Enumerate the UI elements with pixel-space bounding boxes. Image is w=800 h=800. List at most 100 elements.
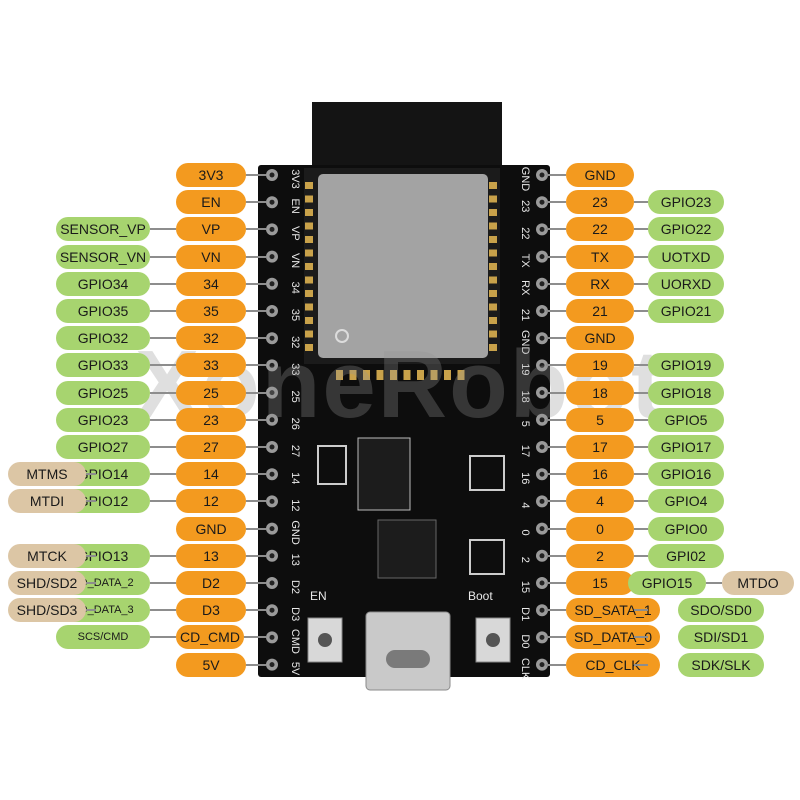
header-pin-hole — [539, 444, 545, 450]
module-pad — [430, 370, 438, 380]
right-leader-line — [706, 582, 722, 584]
header-pin-hole — [269, 199, 275, 205]
module-pads — [305, 182, 497, 380]
right-function-label: GPIO5 — [648, 407, 724, 432]
left-alt-label: MTDI — [8, 489, 86, 514]
usb-uart-chip — [377, 519, 437, 579]
right-leader-line — [546, 282, 566, 285]
module-pad — [489, 290, 497, 297]
right-pin-label: 18 — [566, 380, 634, 405]
right-leader-line — [634, 636, 648, 639]
voltage-regulator — [357, 437, 411, 511]
left-pin-label: VP — [176, 217, 246, 242]
header-pin-hole — [539, 580, 545, 586]
left-pin-label: VN — [176, 244, 246, 269]
left-leader-line — [150, 554, 176, 557]
silk-label: CMD — [289, 629, 301, 654]
right-leader-line — [634, 418, 648, 421]
left-pin-label: D3 — [176, 598, 246, 623]
module-pad — [417, 370, 424, 380]
left-function-label: GPIO35 — [56, 299, 150, 323]
right-leader-line — [634, 364, 648, 367]
module-pad — [305, 330, 313, 338]
right-leader-line — [634, 527, 648, 530]
silk-label: 0 — [519, 530, 531, 536]
right-function-label: GPIO17 — [648, 435, 724, 459]
right-pin-label: CD_CLK — [566, 652, 660, 677]
right-function-label: GPIO0 — [648, 516, 724, 541]
right-leader-line — [546, 609, 566, 612]
silk-label: 17 — [519, 445, 531, 457]
left-pin-label: 5V — [176, 652, 246, 677]
header-pin-hole — [539, 526, 545, 532]
header-pin-hole — [539, 417, 545, 423]
left-function-label: GPIO25 — [56, 380, 150, 405]
right-function-label: GPIO23 — [648, 190, 724, 215]
left-pin-label: 33 — [176, 353, 246, 378]
left-pin-label: 13 — [176, 543, 246, 568]
left-pin-label: 12 — [176, 489, 246, 514]
header-pin-hole — [269, 362, 275, 368]
left-leader-line — [150, 609, 176, 612]
left-pin-label: 23 — [176, 407, 246, 432]
module-pad — [457, 370, 465, 380]
header-pin-hole — [539, 335, 545, 341]
left-function-label: SCS/CMD — [56, 625, 150, 650]
module-pad — [489, 344, 497, 351]
left-leader-line — [246, 310, 266, 312]
left-leader-line — [246, 527, 266, 530]
right-function-label: SDO/SD0 — [678, 598, 764, 623]
header-pin-hole — [269, 254, 275, 260]
right-function-label: GPIO21 — [648, 299, 724, 323]
left-function-label: GPIO32 — [56, 326, 150, 351]
left-leader-line — [150, 636, 176, 639]
left-leader-line — [246, 228, 266, 231]
header-pin-hole — [269, 607, 275, 613]
left-leader-line — [246, 255, 266, 258]
module-pad — [305, 209, 313, 216]
silk-label: VN — [289, 253, 301, 268]
en-button-label: EN — [310, 589, 327, 603]
left-pin-label: 34 — [176, 271, 246, 296]
silk-label: 14 — [289, 472, 301, 484]
silk-label: 5V — [289, 662, 301, 676]
right-leader-line — [546, 636, 566, 639]
header-pin-hole — [539, 308, 545, 314]
header-pin-hole — [269, 226, 275, 232]
right-leader-line — [634, 282, 648, 285]
right-pin-label: 23 — [566, 190, 634, 215]
right-leader-line — [546, 201, 566, 204]
left-alt-label: SHD/SD2 — [8, 571, 86, 595]
left-pin-label: GND — [176, 516, 246, 541]
right-pin-label: 16 — [566, 462, 634, 487]
boot-button-label: Boot — [468, 589, 493, 603]
right-leader-line — [546, 418, 566, 421]
module-pad — [489, 303, 497, 311]
header-pin-hole — [269, 471, 275, 477]
right-function-label: GPIO16 — [648, 462, 724, 487]
right-pin-label: 22 — [566, 217, 634, 242]
left-leader-line — [246, 446, 266, 448]
silk-label: 19 — [519, 363, 531, 375]
en-button-cap — [318, 633, 332, 647]
silk-label: EN — [289, 199, 301, 214]
silk-label: 32 — [289, 336, 301, 348]
module-pad — [305, 317, 313, 324]
right-leader-line — [546, 473, 566, 476]
module-pad — [489, 330, 497, 338]
left-leader-line — [150, 418, 176, 421]
right-leader-line — [546, 391, 566, 394]
header-pin-hole — [269, 662, 275, 668]
left-function-label: GPIO27 — [56, 435, 150, 459]
right-leader-line — [634, 500, 648, 503]
right-function-label: GPIO22 — [648, 217, 724, 242]
header-pin-hole — [269, 308, 275, 314]
right-function-label: GPIO18 — [648, 380, 724, 405]
module-pad — [305, 195, 313, 203]
silk-label: VP — [289, 226, 301, 241]
left-pin-label: CD_CMD — [176, 625, 244, 650]
header-pin-hole — [539, 281, 545, 287]
right-leader-line — [546, 554, 566, 557]
